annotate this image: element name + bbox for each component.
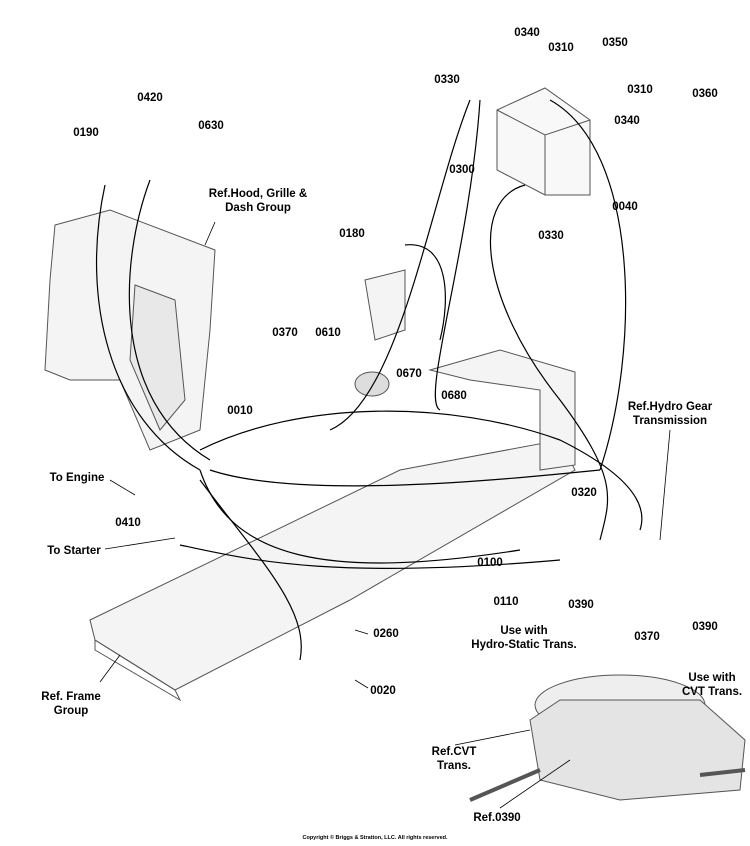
callout-p0360: 0360	[692, 88, 718, 100]
callout-use-cvt: Use with CVT Trans.	[681, 672, 743, 698]
callout-p0100: 0100	[477, 557, 503, 569]
callout-p0010: 0010	[227, 405, 253, 417]
callout-to-starter: To Starter	[47, 545, 101, 557]
rear-frame-box	[428, 349, 576, 471]
callout-p0340a: 0340	[514, 27, 540, 39]
callout-p0040: 0040	[612, 201, 638, 213]
callout-p0370b: 0370	[634, 631, 660, 643]
callout-ref-hood: Ref.Hood, Grille & Dash Group	[208, 188, 308, 214]
callout-p0330b: 0330	[538, 230, 564, 242]
callout-to-engine: To Engine	[49, 472, 105, 484]
callout-p0190: 0190	[73, 127, 99, 139]
transmission-drawing	[469, 674, 746, 802]
callout-p0310b: 0310	[627, 84, 653, 96]
callout-ref-0390: Ref.0390	[473, 812, 521, 824]
callout-ref-hydro-gear: Ref.Hydro Gear Transmission	[627, 401, 713, 427]
callout-p0260: 0260	[373, 628, 399, 640]
callout-p0020: 0020	[370, 685, 396, 697]
callout-p0610: 0610	[315, 327, 341, 339]
callout-ref-cvt: Ref.CVT Trans.	[431, 746, 477, 772]
callout-p0680: 0680	[441, 390, 467, 402]
callout-p0410: 0410	[115, 517, 141, 529]
callout-p0630: 0630	[198, 120, 224, 132]
callout-p0330a: 0330	[434, 74, 460, 86]
hood-drawing	[44, 209, 216, 451]
callout-p0370a: 0370	[272, 327, 298, 339]
callout-p0300: 0300	[449, 164, 475, 176]
callout-p0390a: 0390	[568, 599, 594, 611]
battery-drawing	[496, 87, 591, 196]
callout-p0180: 0180	[339, 228, 365, 240]
callout-p0320: 0320	[571, 487, 597, 499]
callout-p0390b: 0390	[692, 621, 718, 633]
callout-ref-frame: Ref. Frame Group	[41, 691, 101, 717]
callout-p0420: 0420	[137, 92, 163, 104]
callout-p0350: 0350	[602, 37, 628, 49]
copyright-notice: Copyright © Briggs & Stratton, LLC. All …	[302, 835, 448, 841]
callout-use-hydrostatic: Use with Hydro-Static Trans.	[471, 625, 577, 651]
callout-p0670: 0670	[396, 368, 422, 380]
callout-p0340b: 0340	[614, 115, 640, 127]
callout-p0310a: 0310	[548, 42, 574, 54]
callout-p0110: 0110	[493, 596, 519, 608]
